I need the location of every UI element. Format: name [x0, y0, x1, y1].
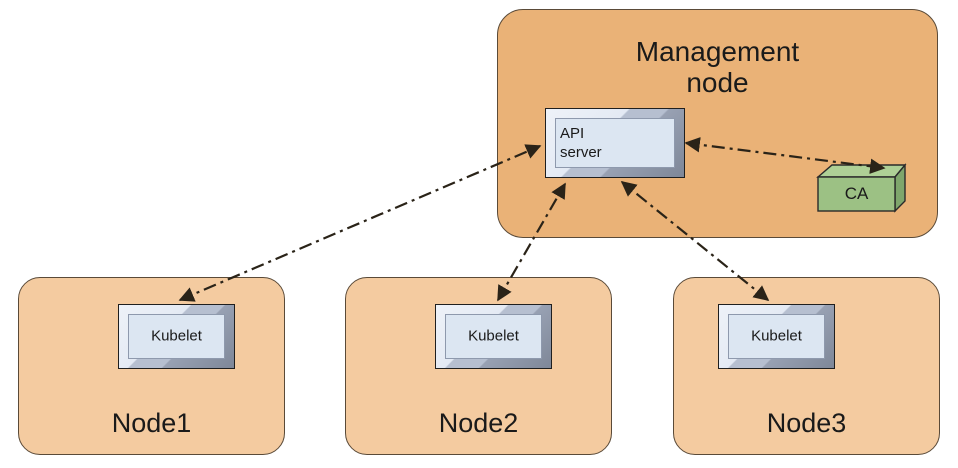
kubelet-label-1: Kubelet	[151, 327, 202, 345]
kubelet-box-2[interactable]: Kubelet	[435, 304, 552, 369]
api-server-face	[555, 118, 675, 168]
node-title-1: Node1	[111, 407, 192, 438]
node-title-3: Node3	[766, 407, 847, 438]
kubelet-box-3[interactable]: Kubelet	[718, 304, 835, 369]
api-server-box[interactable]: API server	[545, 108, 685, 178]
kubelet-label-2: Kubelet	[468, 327, 519, 345]
kubelet-box-1[interactable]: Kubelet	[118, 304, 235, 369]
kubelet-3-face	[728, 314, 825, 359]
kubelet-label-3: Kubelet	[751, 327, 802, 345]
kubelet-2-face	[445, 314, 542, 359]
management-node-title: Management node	[635, 36, 800, 99]
node-title-2: Node2	[438, 407, 519, 438]
api-server-label: API server	[560, 125, 602, 161]
ca-box[interactable]: CA	[810, 163, 910, 215]
kubelet-1-face	[128, 314, 225, 359]
ca-cuboid-shape	[816, 163, 907, 213]
